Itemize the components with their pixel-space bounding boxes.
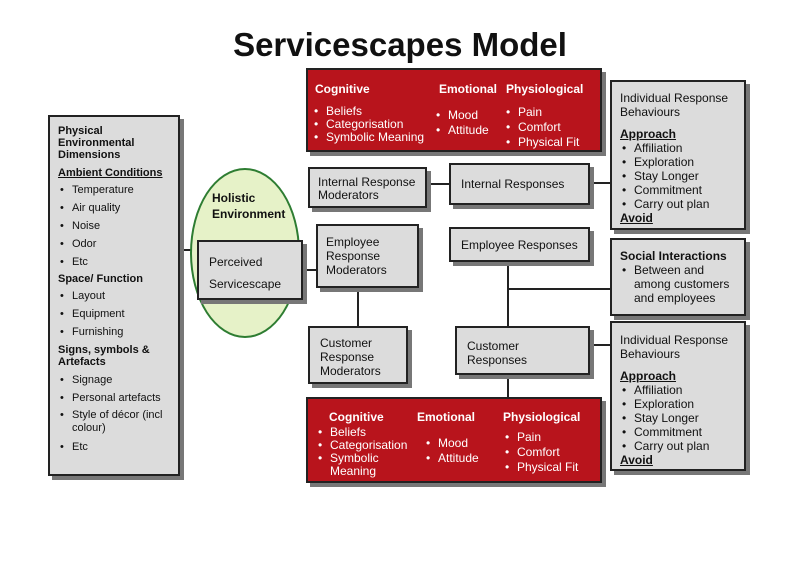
top-cognitive-heading: Cognitive xyxy=(315,82,370,96)
approach-label: Approach xyxy=(620,369,677,383)
list-item: Affiliation xyxy=(620,141,736,155)
list-item: Between and among customers and employee… xyxy=(620,263,734,305)
list-item: Equipment xyxy=(58,305,172,323)
perceived-servicescape-box: Perceived Servicescape xyxy=(197,240,303,300)
servicescape-label: Servicescape xyxy=(209,277,282,291)
list-item: Odor xyxy=(58,235,172,253)
customer-responses-box: Customer Responses xyxy=(455,326,590,375)
customer-response-moderators-label: Customer Response Moderators xyxy=(320,336,381,378)
list-item: Layout xyxy=(58,287,172,305)
list-item: Pain xyxy=(504,105,579,120)
top-cognitive-list: Beliefs Categorisation Symbolic Meaning xyxy=(312,105,424,145)
page-title: Servicescapes Model xyxy=(233,26,567,63)
list-item: Signage xyxy=(58,371,172,389)
approach-label: Approach xyxy=(620,127,677,141)
list-item: Mood xyxy=(434,108,489,123)
list-item: Exploration xyxy=(620,397,736,411)
space-function-list: Layout Equipment Furnishing xyxy=(58,287,172,341)
list-item: Physical Fit xyxy=(503,460,578,475)
approach-list: Affiliation Exploration Stay Longer Comm… xyxy=(620,383,736,453)
holistic-environment-label: Holistic Environment xyxy=(212,191,286,221)
list-item: Carry out plan xyxy=(620,439,736,453)
customer-responses-label: Customer Responses xyxy=(467,339,528,367)
list-item: Comfort xyxy=(504,120,579,135)
list-item: Beliefs xyxy=(316,426,416,440)
internal-responses-label: Internal Responses xyxy=(461,177,565,191)
individual-response-behaviours-top: Individual Response Behaviours Approach … xyxy=(610,80,746,230)
bottom-emotional-heading: Emotional xyxy=(417,410,476,424)
list-item: Commitment xyxy=(620,425,736,439)
customer-response-moderators-box: Customer Response Moderators xyxy=(308,326,408,384)
behaviours-heading: Individual Response Behaviours xyxy=(620,91,729,119)
list-item: Affiliation xyxy=(620,383,736,397)
list-item: Air quality xyxy=(58,199,172,217)
employee-response-moderators-box: Employee Response Moderators xyxy=(316,224,419,288)
employee-response-moderators-label: Employee Response Moderators xyxy=(326,235,387,277)
bottom-internal-responses-box: Cognitive Beliefs Categorisation Symboli… xyxy=(306,397,602,483)
bottom-emotional-list: Mood Attitude xyxy=(424,436,479,466)
internal-responses-box: Internal Responses xyxy=(449,163,590,205)
list-item: Temperature xyxy=(58,181,172,199)
social-interactions-heading: Social Interactions xyxy=(620,249,727,263)
social-interactions-list: Between and among customers and employee… xyxy=(620,263,736,305)
space-function-heading: Space/ Function xyxy=(58,273,143,285)
top-emotional-list: Mood Attitude xyxy=(434,108,489,138)
bottom-physiological-list: Pain Comfort Physical Fit xyxy=(503,430,578,475)
list-item: Etc xyxy=(58,253,172,271)
ambient-conditions-list: Temperature Air quality Noise Odor Etc xyxy=(58,181,172,271)
bottom-physiological-heading: Physiological xyxy=(503,410,581,424)
avoid-label: Avoid xyxy=(620,453,653,467)
physical-dimensions-panel: Physical Environmental Dimensions Ambien… xyxy=(48,115,180,476)
signs-symbols-heading: Signs, symbols & Artefacts xyxy=(58,344,150,368)
list-item: Symbolic Meaning xyxy=(316,452,400,478)
list-item: Beliefs xyxy=(312,105,424,119)
list-item: Pain xyxy=(503,430,578,445)
ambient-conditions-heading: Ambient Conditions xyxy=(58,167,163,179)
individual-response-behaviours-bottom: Individual Response Behaviours Approach … xyxy=(610,321,746,471)
top-physiological-heading: Physiological xyxy=(506,82,584,96)
list-item: Categorisation xyxy=(312,118,424,132)
list-item: Categorisation xyxy=(316,439,416,453)
list-item: Etc xyxy=(58,438,172,456)
top-physiological-list: Pain Comfort Physical Fit xyxy=(504,105,579,150)
list-item: Furnishing xyxy=(58,323,172,341)
internal-response-moderators-label: Internal Response Moderators xyxy=(318,175,416,202)
signs-symbols-list: Signage Personal artefacts Style of déco… xyxy=(58,371,172,456)
list-item: Stay Longer xyxy=(620,411,736,425)
employee-responses-box: Employee Responses xyxy=(449,227,590,262)
bottom-cognitive-heading: Cognitive xyxy=(329,410,384,424)
list-item: Mood xyxy=(424,436,479,451)
social-interactions-box: Social Interactions Between and among cu… xyxy=(610,238,746,316)
approach-list: Affiliation Exploration Stay Longer Comm… xyxy=(620,141,736,211)
perceived-label: Perceived xyxy=(209,255,263,269)
list-item: Physical Fit xyxy=(504,135,579,150)
top-internal-responses-box: Cognitive Beliefs Categorisation Symboli… xyxy=(306,68,602,152)
list-item: Comfort xyxy=(503,445,578,460)
employee-responses-label: Employee Responses xyxy=(461,238,578,252)
physical-dimensions-heading: Physical Environmental Dimensions xyxy=(58,125,135,161)
list-item: Commitment xyxy=(620,183,736,197)
list-item: Stay Longer xyxy=(620,169,736,183)
top-emotional-heading: Emotional xyxy=(439,82,498,96)
avoid-label: Avoid xyxy=(620,211,653,225)
list-item: Style of décor (incl colour) xyxy=(58,409,172,435)
list-item: Symbolic Meaning xyxy=(312,131,424,145)
list-item: Exploration xyxy=(620,155,736,169)
list-item: Attitude xyxy=(434,123,489,138)
behaviours-heading: Individual Response Behaviours xyxy=(620,333,729,361)
list-item: Noise xyxy=(58,217,172,235)
bottom-cognitive-list: Beliefs Categorisation Symbolic Meaning xyxy=(316,426,416,478)
list-item: Attitude xyxy=(424,451,479,466)
list-item: Carry out plan xyxy=(620,197,736,211)
list-item: Personal artefacts xyxy=(58,389,172,407)
internal-response-moderators-box: Internal Response Moderators xyxy=(308,167,427,208)
